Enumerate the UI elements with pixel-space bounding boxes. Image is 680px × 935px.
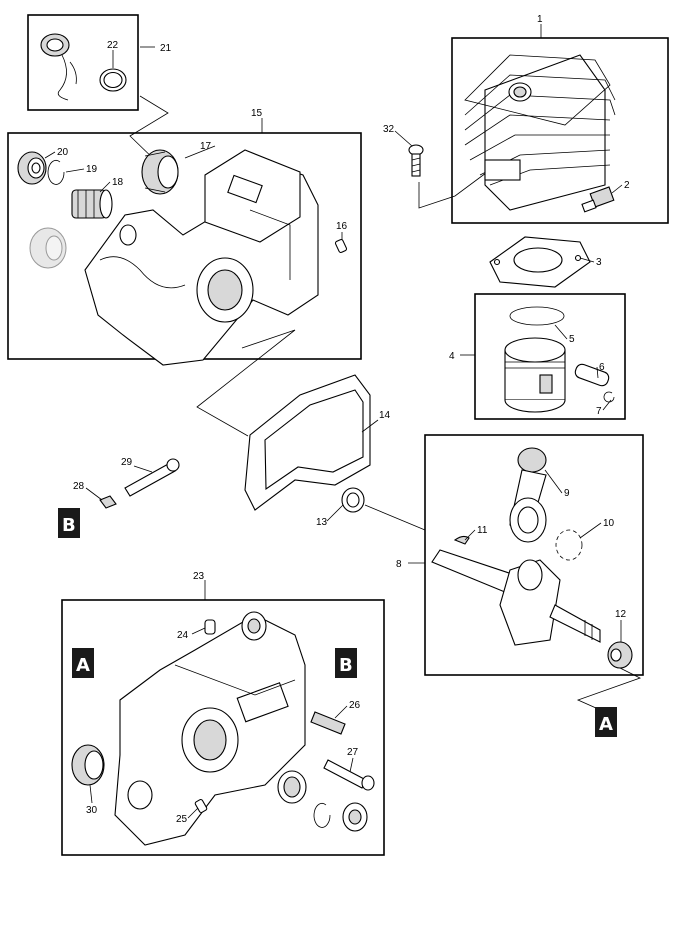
part-label-10: 10 bbox=[603, 518, 615, 529]
decompression-valve-icon bbox=[581, 186, 615, 213]
part-label-15: 15 bbox=[251, 108, 263, 119]
part-label-18: 18 bbox=[112, 177, 124, 188]
crank-pin-icon bbox=[204, 619, 216, 635]
adjusting-screw-icon bbox=[124, 458, 180, 497]
part-label-22: 22 bbox=[107, 40, 119, 51]
part-label-16: 16 bbox=[336, 221, 348, 232]
reference-tag-b-left: B bbox=[58, 508, 80, 538]
part-label-4: 4 bbox=[449, 351, 455, 362]
woodruff-key-icon bbox=[453, 535, 470, 545]
reference-tag-a-right: A bbox=[595, 707, 617, 737]
piston-ring-icon bbox=[509, 306, 565, 326]
part-label-1: 1 bbox=[537, 14, 543, 25]
needle-cage-icon bbox=[555, 529, 583, 561]
part-label-24: 24 bbox=[177, 630, 189, 641]
reference-tag-a-left: A bbox=[72, 648, 94, 678]
cylinder-gasket-icon bbox=[489, 236, 591, 288]
part-label-21: 21 bbox=[160, 43, 172, 54]
part-label-9: 9 bbox=[564, 488, 570, 499]
part-label-30: 30 bbox=[86, 805, 98, 816]
part-label-32: 32 bbox=[383, 124, 395, 135]
group-box-21 bbox=[27, 14, 139, 111]
group-box-23 bbox=[61, 599, 385, 856]
part-label-27: 27 bbox=[347, 747, 359, 758]
grommet-ring-icon bbox=[99, 68, 127, 92]
group-box-1 bbox=[451, 37, 669, 224]
crankcase-left-icon bbox=[114, 611, 306, 846]
group-box-4 bbox=[474, 293, 626, 420]
part-label-28: 28 bbox=[73, 481, 85, 492]
part-label-12: 12 bbox=[615, 609, 627, 620]
anti-vibration-mount-icon bbox=[141, 149, 179, 195]
bolt-icon bbox=[408, 144, 424, 177]
part-label-29: 29 bbox=[121, 457, 133, 468]
svg-text:A: A bbox=[76, 655, 90, 676]
plug-cap-icon bbox=[40, 33, 77, 101]
oil-seal-2-icon bbox=[342, 802, 368, 832]
cylinder-icon bbox=[464, 54, 616, 211]
needle-bearing-icon bbox=[71, 189, 113, 219]
mount-rubber-icon bbox=[71, 744, 105, 786]
svg-text:B: B bbox=[339, 655, 353, 676]
svg-text:A: A bbox=[599, 714, 613, 735]
part-label-3: 3 bbox=[596, 257, 602, 268]
svg-text:B: B bbox=[62, 515, 76, 536]
ghost-mount-icon bbox=[29, 227, 67, 269]
crankshaft-icon bbox=[431, 549, 601, 646]
part-label-26: 26 bbox=[349, 700, 361, 711]
crankcase-gasket-icon bbox=[244, 374, 371, 511]
crank-bearing-icon bbox=[607, 641, 633, 669]
crankcase-right-icon bbox=[84, 149, 319, 366]
pin-clip-icon bbox=[603, 391, 615, 403]
leader-lines bbox=[129, 24, 642, 713]
part-label-19: 19 bbox=[86, 164, 98, 175]
oil-seal-icon bbox=[341, 487, 365, 513]
part-label-14: 14 bbox=[379, 410, 391, 421]
piston-icon bbox=[504, 337, 566, 413]
part-label-5: 5 bbox=[569, 334, 575, 345]
part-label-13: 13 bbox=[316, 517, 328, 528]
snap-ring-2-icon bbox=[313, 803, 331, 828]
part-label-6: 6 bbox=[599, 362, 605, 373]
part-label-17: 17 bbox=[200, 141, 212, 152]
snap-ring-icon bbox=[47, 160, 65, 185]
reference-tag-b-right: B bbox=[335, 648, 357, 678]
nut-icon bbox=[99, 495, 117, 509]
part-label-25: 25 bbox=[176, 814, 188, 825]
part-label-11: 11 bbox=[477, 525, 488, 536]
part-labels: 1 2 3 4 5 6 7 8 9 10 11 12 13 14 15 16 1… bbox=[57, 14, 630, 825]
label-leaders bbox=[44, 46, 623, 819]
part-label-20: 20 bbox=[57, 147, 69, 158]
bearing-seal-icon bbox=[17, 151, 47, 185]
part-label-8: 8 bbox=[396, 559, 402, 570]
connecting-rod-icon bbox=[509, 447, 547, 543]
group-box-8 bbox=[424, 434, 644, 676]
part-label-23: 23 bbox=[193, 571, 205, 582]
needle-bearing-2-icon bbox=[277, 770, 307, 804]
part-label-2: 2 bbox=[624, 180, 630, 191]
long-screw-icon bbox=[323, 759, 375, 791]
piston-pin-icon bbox=[574, 363, 610, 387]
dowel-pin-icon bbox=[334, 238, 348, 254]
part-label-7: 7 bbox=[596, 406, 602, 417]
stud-bolt-icon bbox=[310, 711, 346, 735]
